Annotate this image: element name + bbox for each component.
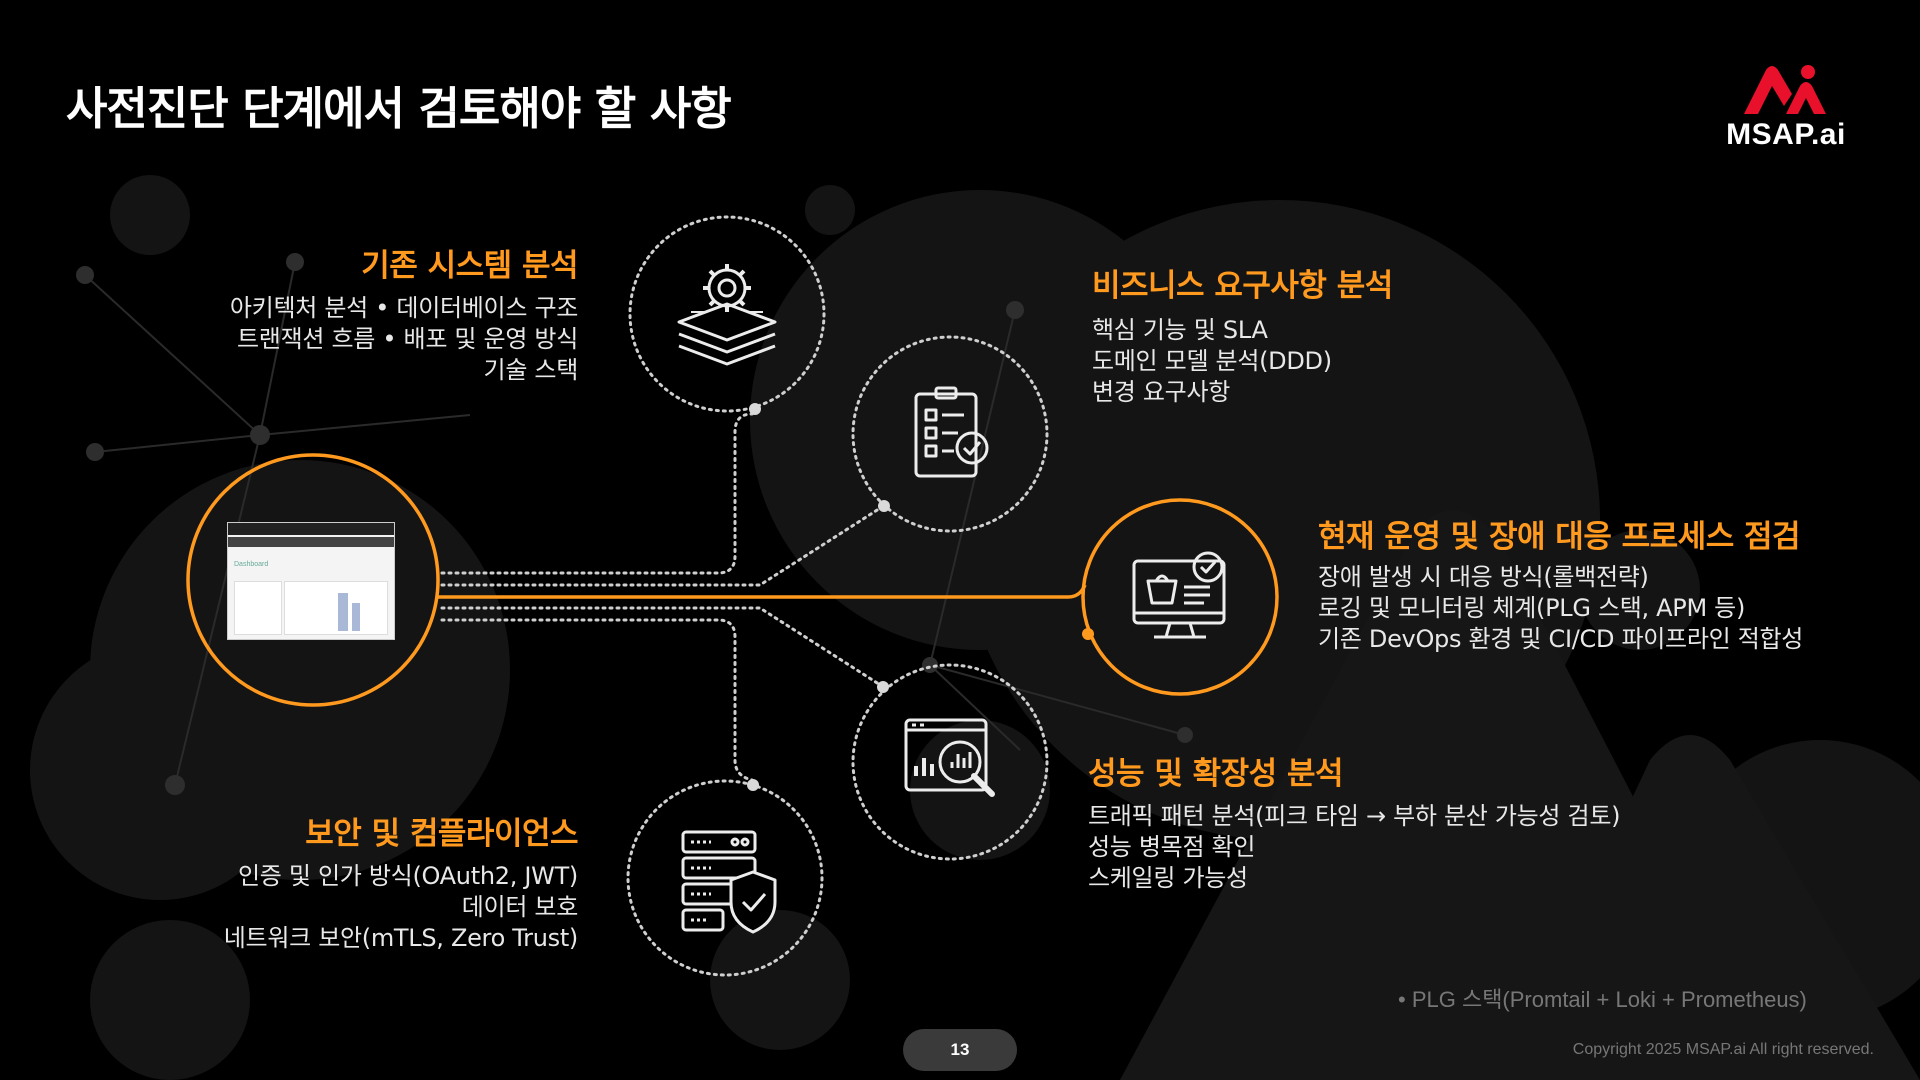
logo-mark-icon <box>1744 65 1826 114</box>
performance-line: 성능 병목점 확인 <box>1088 833 1256 861</box>
performance-line: 트래픽 패턴 분석(피크 타임 → 부하 분산 가능성 검토) <box>1088 802 1621 830</box>
connector-bottom-left <box>440 618 754 782</box>
brand-logo: MSAP.ai <box>1696 62 1876 152</box>
security-line: 인증 및 인가 방식(OAuth2, JWT) <box>238 862 578 890</box>
circle-operations <box>1081 498 1279 696</box>
dashboard-thumbnail: Dashboard <box>227 522 395 640</box>
monitor-check-icon <box>1132 551 1226 639</box>
circle-business <box>851 335 1049 533</box>
copyright-text: Copyright 2025 MSAP.ai All right reserve… <box>1572 1041 1874 1058</box>
circle-security <box>626 779 824 977</box>
connector-operations <box>438 584 1087 599</box>
existing-system-line: 기술 스택 <box>483 356 579 384</box>
business-line: 핵심 기능 및 SLA <box>1092 316 1268 344</box>
page-title: 사전진단 단계에서 검토해야 할 사항 <box>66 82 732 135</box>
section-existing-system: 기존 시스템 분석 아키텍처 분석 • 데이터베이스 구조 트랜잭션 흐름 • … <box>58 240 579 386</box>
operations-heading: 현재 운영 및 장애 대응 프로세스 점검 <box>1318 519 1801 555</box>
section-operations: 현재 운영 및 장애 대응 프로세스 점검 장애 발생 시 대응 방식(롤백전략… <box>1318 511 1803 655</box>
chart-magnifier-icon <box>904 718 995 797</box>
connector-bottom-right <box>440 606 887 690</box>
security-heading: 보안 및 컴플라이언스 <box>305 816 578 852</box>
performance-line: 스케일링 가능성 <box>1088 864 1248 892</box>
existing-system-line: 트랜잭션 흐름 • 배포 및 운영 방식 <box>237 325 578 353</box>
section-security: 보안 및 컴플라이언스 인증 및 인가 방식(OAuth2, JWT) 데이터 … <box>58 808 579 954</box>
footnote: • PLG 스택(Promtail + Loki + Prometheus) <box>1398 987 1807 1012</box>
clipboard-checklist-icon <box>914 386 989 478</box>
circle-performance <box>851 663 1049 861</box>
security-line: 데이터 보호 <box>461 893 579 921</box>
server-shield-icon <box>681 830 777 934</box>
center-ring <box>186 453 440 707</box>
security-line: 네트워크 보안(mTLS, Zero Trust) <box>223 924 579 952</box>
business-line: 도메인 모델 분석(DDD) <box>1092 347 1332 375</box>
logo-text: MSAP.ai <box>1726 118 1846 151</box>
operations-line: 기존 DevOps 환경 및 CI/CD 파이프라인 적합성 <box>1318 625 1804 653</box>
circle-existing-system <box>628 215 826 413</box>
connector-top-left <box>440 412 754 575</box>
business-line: 변경 요구사항 <box>1092 378 1231 406</box>
layers-gear-icon <box>677 264 777 366</box>
connector-top-right <box>440 503 887 587</box>
thumbnail-label: Dashboard <box>234 561 269 568</box>
operations-line: 장애 발생 시 대응 방식(롤백전략) <box>1318 563 1649 591</box>
performance-heading: 성능 및 확장성 분석 <box>1088 756 1344 792</box>
existing-system-line: 아키텍처 분석 • 데이터베이스 구조 <box>229 294 578 322</box>
page-number-badge: 13 <box>903 1029 1017 1071</box>
business-heading: 비즈니스 요구사항 분석 <box>1092 268 1393 304</box>
existing-system-heading: 기존 시스템 분석 <box>361 248 578 284</box>
operations-line: 로깅 및 모니터링 체계(PLG 스택, APM 등) <box>1318 594 1746 622</box>
section-business: 비즈니스 요구사항 분석 핵심 기능 및 SLA 도메인 모델 분석(DDD) … <box>1092 260 1393 408</box>
section-performance: 성능 및 확장성 분석 트래픽 패턴 분석(피크 타임 → 부하 분산 가능성 … <box>1088 748 1620 894</box>
